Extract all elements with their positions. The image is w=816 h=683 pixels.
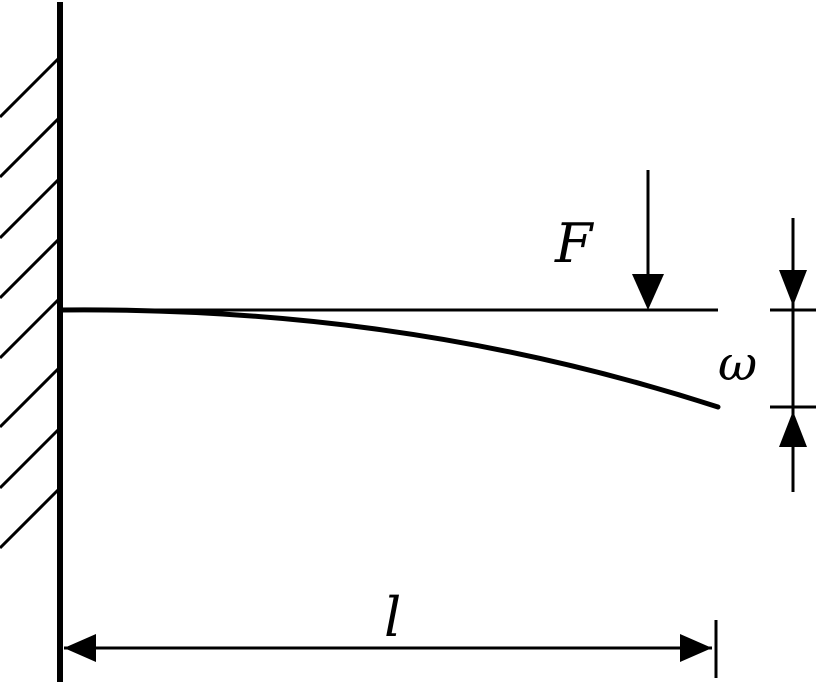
force-arrow	[632, 170, 664, 310]
wall-hatching	[0, 55, 62, 550]
length-label: l	[384, 586, 401, 649]
deflection-dimension	[770, 218, 816, 492]
length-dimension	[64, 620, 718, 678]
force-label: F	[554, 212, 595, 275]
deflection-label: ω	[718, 336, 757, 392]
deflected-beam-curve	[57, 307, 721, 410]
